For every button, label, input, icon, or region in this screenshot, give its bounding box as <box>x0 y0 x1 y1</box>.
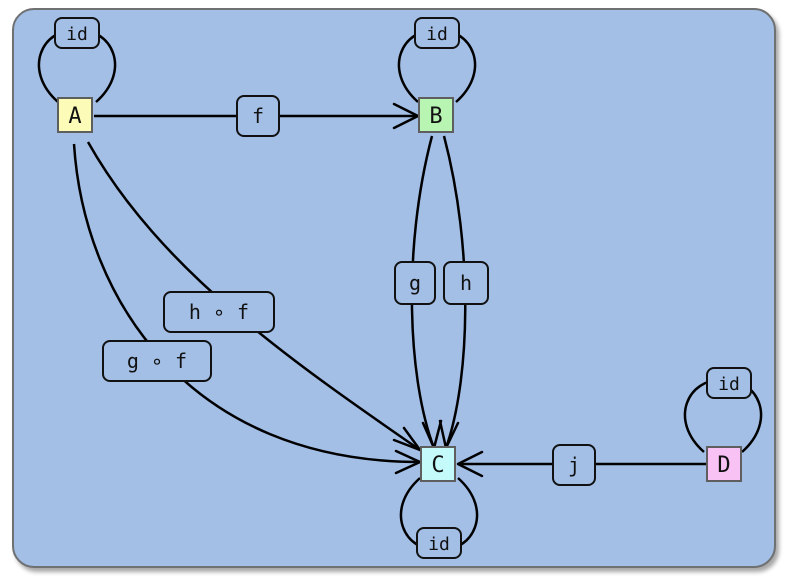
edge-h-arrowhead <box>438 419 460 450</box>
loop-label-A: id <box>54 17 100 49</box>
node-C-box <box>420 446 456 482</box>
node-D-box <box>706 446 742 482</box>
node-C[interactable]: C <box>420 446 456 482</box>
loop-label-B-text: id <box>426 24 448 45</box>
loop-label-D-text: id <box>718 374 740 395</box>
loop-label-C-text: id <box>428 534 450 555</box>
node-D[interactable]: D <box>706 446 742 482</box>
node-B-label: B <box>429 104 442 129</box>
edge-label-f-text: f <box>252 104 264 128</box>
edge-label-j: j <box>552 444 596 486</box>
edge-label-j-text: j <box>568 453 580 477</box>
node-A[interactable]: A <box>57 97 93 133</box>
edge-label-h-o-f: h ∘ f <box>163 291 275 333</box>
loop-label-B: id <box>414 17 460 49</box>
edge-label-g-o-f-text: g ∘ f <box>127 349 187 373</box>
edge-label-h-o-f-text: h ∘ f <box>189 300 249 324</box>
loop-label-C: id <box>416 527 462 559</box>
node-B-box <box>418 97 454 133</box>
node-C-label: C <box>431 453 444 478</box>
edge-label-h: h <box>443 261 489 305</box>
edge-h-o-f-arrowhead <box>392 426 422 452</box>
node-A-box <box>57 97 93 133</box>
node-D-label: D <box>717 453 730 478</box>
loop-label-D: id <box>706 367 752 399</box>
edge-g <box>410 135 436 449</box>
edge-label-h-text: h <box>460 271 472 295</box>
edge-label-g: g <box>394 261 436 305</box>
edge-j-arrowhead <box>456 450 484 478</box>
edge-h <box>442 135 467 449</box>
loop-label-A-text: id <box>66 24 88 45</box>
edge-label-f: f <box>236 95 280 137</box>
node-B[interactable]: B <box>418 97 454 133</box>
edge-label-g-o-f: g ∘ f <box>102 340 212 382</box>
node-A-label: A <box>68 104 81 129</box>
edge-label-g-text: g <box>409 271 421 295</box>
